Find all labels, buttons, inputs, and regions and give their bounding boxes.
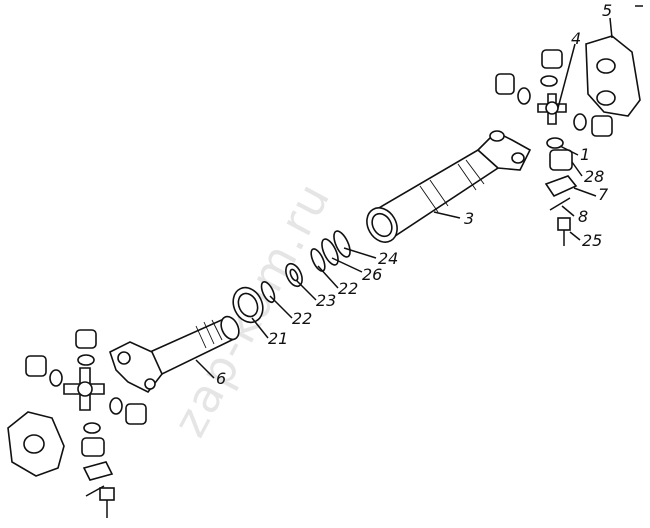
callout-21: 21 xyxy=(268,329,288,348)
callout-23: 23 xyxy=(316,291,336,310)
left-cardan-assembly xyxy=(7,329,147,518)
callout-1: 1 xyxy=(580,145,590,164)
callout-8: 8 xyxy=(578,207,588,226)
callout-3: 3 xyxy=(464,209,474,228)
callout-25: 25 xyxy=(582,231,602,250)
callout-5: 5 xyxy=(602,1,612,20)
callout-4: 4 xyxy=(571,29,581,48)
leader-lines xyxy=(195,17,613,379)
callout-labels: 5 4 1 28 7 8 25 3 24 26 22 23 22 21 6 xyxy=(216,1,612,388)
callout-28: 28 xyxy=(584,167,604,186)
callout-7: 7 xyxy=(598,185,609,204)
splined-shaft xyxy=(109,315,240,394)
callout-24: 24 xyxy=(378,249,398,268)
callout-26: 26 xyxy=(362,265,382,284)
callout-22-upper: 22 xyxy=(338,279,358,298)
splined-bushing xyxy=(232,286,264,324)
shaft-tube xyxy=(366,130,532,243)
callout-22-lower: 22 xyxy=(292,309,312,328)
callout-6: 6 xyxy=(216,369,226,388)
